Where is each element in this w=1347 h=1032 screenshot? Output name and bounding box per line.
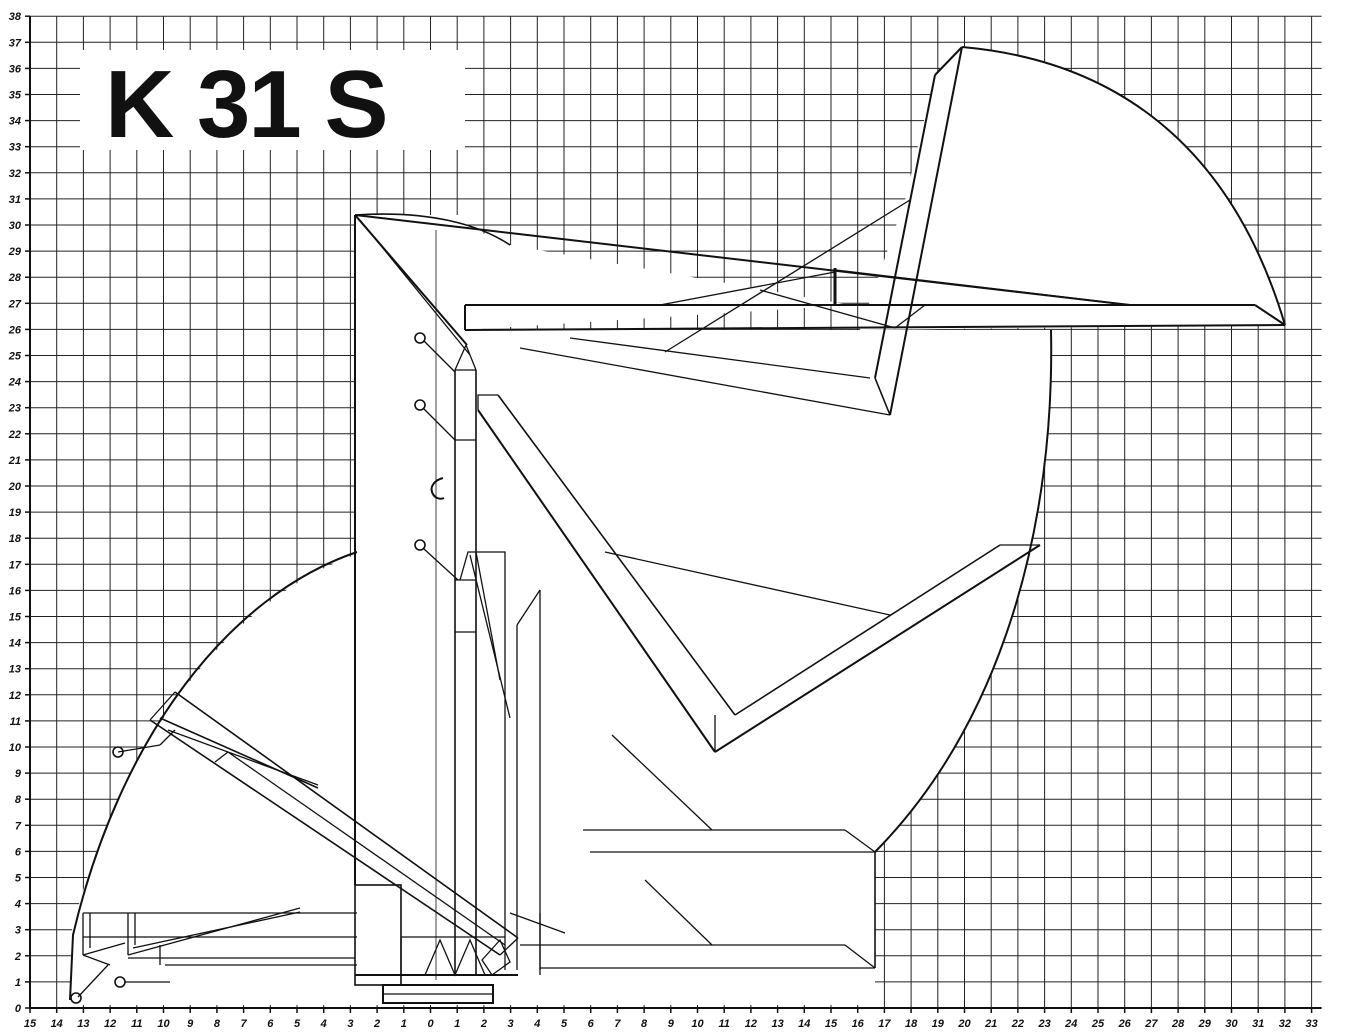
y-tick-label: 12: [9, 690, 21, 702]
x-tick-label: 33: [1305, 1018, 1317, 1030]
y-tick-label: 10: [9, 742, 22, 754]
mast-top-arc: [354, 213, 511, 246]
top-envelope-curve: [961, 46, 1286, 326]
y-tick-label: 29: [8, 246, 22, 258]
y-tick-label: 25: [8, 351, 22, 363]
x-tick-label: 5: [294, 1018, 301, 1030]
right-envelope-curve: [874, 329, 1053, 853]
x-tick-label: 20: [957, 1018, 971, 1030]
y-tick-label: 9: [15, 768, 22, 780]
y-tick-label: 13: [9, 664, 21, 676]
x-tick-label: 10: [157, 1018, 170, 1030]
y-tick-label: 21: [8, 455, 21, 467]
x-tick-label: 29: [1198, 1018, 1212, 1030]
y-tick-label: 0: [15, 1003, 22, 1015]
y-tick-label: 27: [8, 298, 22, 310]
y-tick-label: 5: [15, 873, 22, 885]
x-tick-label: 24: [1064, 1018, 1077, 1030]
y-tick-label: 2: [14, 951, 21, 963]
x-tick-label: 3: [347, 1018, 353, 1030]
y-tick-label: 17: [9, 559, 22, 571]
y-tick-label: 20: [8, 481, 22, 493]
y-tick-label: 35: [9, 90, 22, 102]
y-tick-label: 16: [9, 585, 22, 597]
x-tick-label: 14: [798, 1018, 810, 1030]
x-tick-label: 6: [267, 1018, 274, 1030]
y-tick-label: 15: [9, 612, 22, 624]
x-tick-label: 18: [905, 1018, 918, 1030]
x-tick-label: 0: [427, 1018, 434, 1030]
y-tick-label: 24: [8, 377, 21, 389]
x-tick-label: 23: [1037, 1018, 1050, 1030]
x-tick-label: 9: [187, 1018, 194, 1030]
axes: 0123456789101112131415161718192021222324…: [8, 11, 1322, 1030]
y-tick-label: 28: [8, 272, 22, 284]
x-tick-label: 15: [24, 1018, 37, 1030]
y-tick-label: 38: [9, 11, 22, 23]
x-tick-label: 6: [588, 1018, 595, 1030]
y-tick-label: 37: [9, 37, 22, 49]
x-tick-label: 26: [1118, 1018, 1132, 1030]
x-tick-label: 22: [1011, 1018, 1024, 1030]
x-tick-label: 32: [1279, 1018, 1291, 1030]
x-tick-label: 11: [131, 1018, 142, 1030]
y-tick-label: 34: [9, 116, 21, 128]
x-tick-label: 12: [104, 1018, 116, 1030]
y-tick-label: 11: [10, 716, 21, 728]
y-tick-label: 18: [9, 533, 22, 545]
y-tick-label: 6: [15, 846, 22, 858]
y-tick-label: 14: [9, 638, 21, 650]
x-tick-label: 15: [825, 1018, 838, 1030]
x-tick-label: 17: [878, 1018, 891, 1030]
x-tick-label: 8: [641, 1018, 648, 1030]
x-tick-label: 7: [241, 1018, 248, 1030]
y-tick-label: 7: [15, 820, 22, 832]
y-tick-label: 4: [14, 899, 21, 911]
x-tick-label: 21: [984, 1018, 997, 1030]
x-tick-label: 19: [932, 1018, 945, 1030]
y-tick-label: 32: [9, 168, 21, 180]
x-tick-label: 12: [745, 1018, 757, 1030]
x-tick-label: 3: [508, 1018, 514, 1030]
y-tick-label: 1: [15, 977, 21, 989]
x-tick-label: 14: [51, 1018, 63, 1030]
x-tick-label: 11: [718, 1018, 729, 1030]
x-tick-label: 13: [771, 1018, 783, 1030]
x-tick-label: 1: [401, 1018, 407, 1030]
x-tick-label: 4: [320, 1018, 327, 1030]
crane-drawing: [69, 46, 1286, 1004]
y-tick-label: 22: [8, 429, 21, 441]
x-tick-label: 2: [373, 1018, 380, 1030]
x-tick-label: 1: [454, 1018, 460, 1030]
x-tick-label: 28: [1171, 1018, 1185, 1030]
x-tick-label: 13: [77, 1018, 89, 1030]
x-tick-label: 30: [1225, 1018, 1238, 1030]
y-tick-label: 26: [8, 324, 22, 336]
x-tick-label: 27: [1144, 1018, 1158, 1030]
y-tick-label: 8: [15, 794, 22, 806]
left-lowering-arc: [69, 551, 358, 1001]
y-tick-label: 3: [15, 925, 21, 937]
x-tick-label: 9: [668, 1018, 675, 1030]
x-tick-label: 8: [214, 1018, 221, 1030]
x-tick-label: 16: [852, 1018, 865, 1030]
x-tick-label: 10: [691, 1018, 704, 1030]
x-tick-label: 2: [480, 1018, 487, 1030]
x-tick-label: 5: [561, 1018, 568, 1030]
x-tick-label: 25: [1091, 1018, 1105, 1030]
x-tick-label: 4: [533, 1018, 540, 1030]
diagram-title: K 31 S: [105, 51, 386, 158]
x-tick-label: 31: [1252, 1018, 1264, 1030]
y-tick-label: 23: [8, 403, 21, 415]
mask-regions: [70, 47, 1285, 1005]
y-tick-label: 36: [9, 63, 22, 75]
x-tick-label: 7: [614, 1018, 621, 1030]
y-tick-label: 30: [9, 220, 22, 232]
y-tick-label: 31: [9, 194, 21, 206]
y-tick-label: 33: [9, 142, 21, 154]
y-tick-label: 19: [9, 507, 22, 519]
